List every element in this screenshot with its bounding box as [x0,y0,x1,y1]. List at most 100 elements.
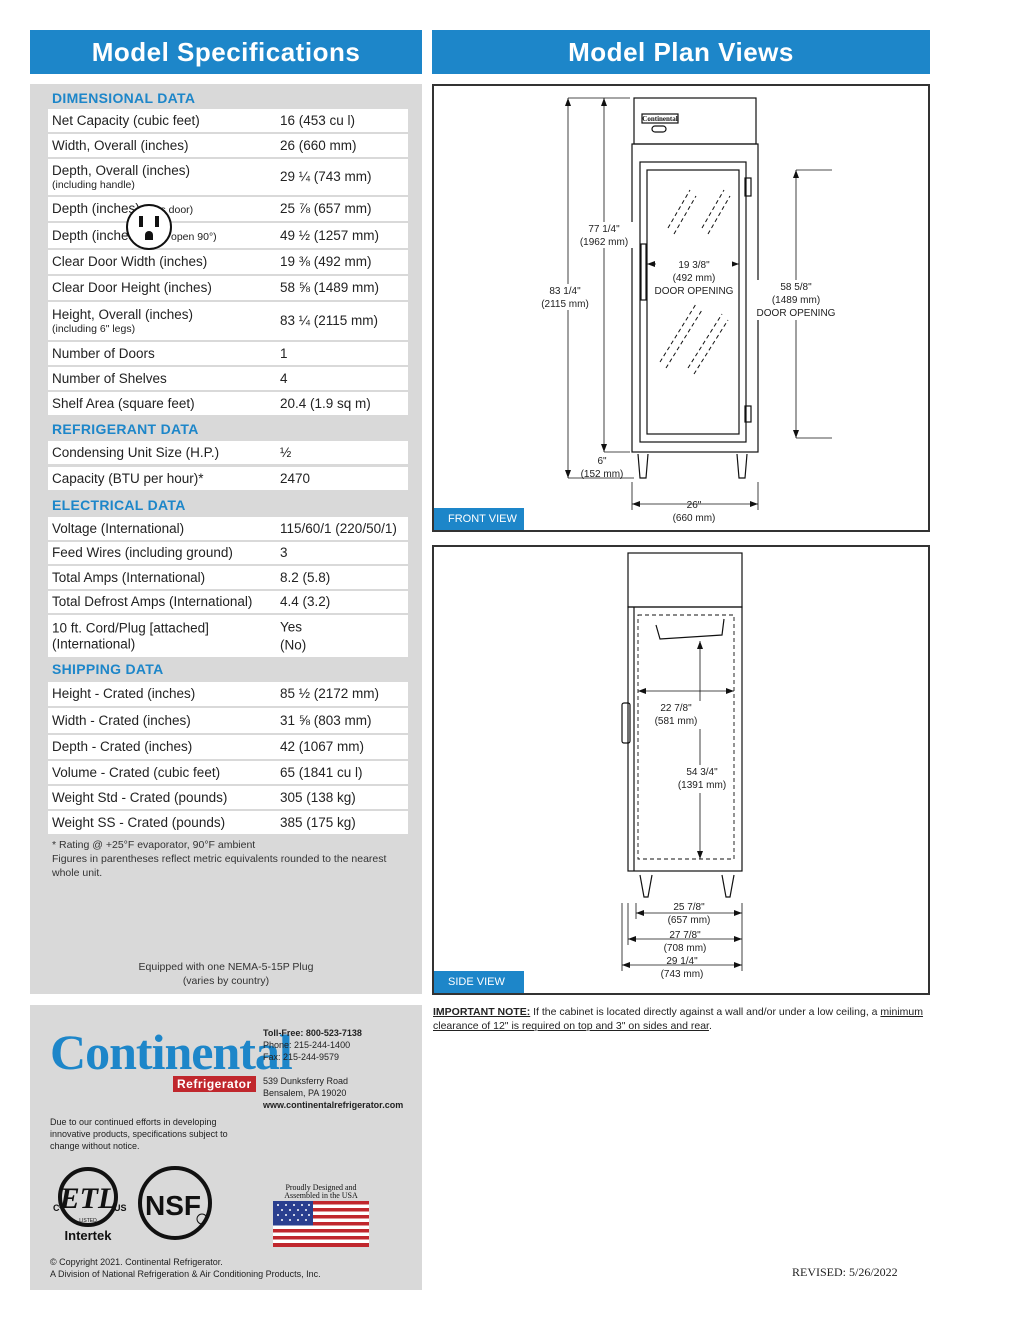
spec-label: Voltage (International) [52,520,185,536]
dim-depth-less-door-mm: (657 mm) [668,915,711,926]
dim-height-overall: 83 1/4" [549,286,581,297]
spec-label-line2: (International) [52,636,136,651]
dim-height-top-mm: (1962 mm) [580,237,628,248]
spec-value: 25 ⅞ (657 mm) [280,201,372,217]
spec-row: Depth, Overall (inches)(including handle… [48,159,408,195]
electrical-title: ELECTRICAL DATA [52,497,186,513]
spec-row: Depth (inches) (door open 90°)49 ½ (1257… [48,223,408,248]
plug-caption-2: (varies by country) [182,975,270,987]
dim-interior-height-mm: (1391 mm) [678,780,726,791]
dimensional-title: DIMENSIONAL DATA [52,90,196,106]
fax: Fax: 215-244-9579 [263,1052,340,1062]
spec-row: Height, Overall (inches)(including 6" le… [48,302,408,340]
logo-subtitle: Refrigerator [173,1076,256,1092]
spec-value: 19 ⅜ (492 mm) [280,254,372,270]
metric-note: Figures in parentheses reflect metric eq… [52,853,387,879]
spec-value: 58 ⅝ (1489 mm) [280,280,380,296]
spec-label: Volume - Crated (cubic feet) [52,764,221,780]
rating-note: * Rating @ +25°F evaporator, 90°F ambien… [52,839,256,851]
disclaimer: Due to our continued efforts in developi… [50,1117,228,1151]
usa-flag-icon [273,1201,369,1247]
important-end: . [708,1020,712,1032]
phone: Phone: 215-244-1400 [263,1040,351,1050]
dim-height-top: 77 1/4" [588,224,620,235]
spec-label: Width - Crated (inches) [52,712,191,728]
spec-sublabel: (including 6" legs) [52,322,136,335]
spec-row: Clear Door Width (inches)19 ⅜ (492 mm) [48,250,408,274]
website-link[interactable]: www.continentalrefrigerator.com [263,1100,404,1110]
spec-label: Number of Shelves [52,370,167,386]
spec-label: Condensing Unit Size (H.P.) [52,444,220,460]
refrigerant-title: REFRIGERANT DATA [52,421,199,437]
dim-depth-less-door: 25 7/8" [673,902,705,913]
spec-value: 8.2 (5.8) [280,569,331,585]
spec-value: 20.4 (1.9 sq m) [280,395,371,411]
plans-header: Model Plan Views [432,30,930,74]
spec-row: Clear Door Height (inches) 58 ⅝ (1489 mm) [48,276,408,300]
spec-value: 385 (175 kg) [280,814,356,830]
etl-us: US [114,1203,127,1213]
revised-date: REVISED: 5/26/2022 [792,1265,898,1279]
side-view-drawing: 22 7/8" (581 mm) 54 3/4" (1391 mm) 25 7/… [621,552,743,980]
dim-depth-mid: 27 7/8" [669,930,701,941]
spec-label: Capacity (BTU per hour)* [52,470,204,486]
spec-label: Total Amps (International) [52,569,206,585]
spec-row: Depth - Crated (inches)42 (1067 mm) [48,735,408,759]
spec-value: Yes [280,619,303,635]
spec-row: Capacity (BTU per hour)* 2470 [48,467,408,490]
spec-row: Total Defrost Amps (International)4.4 (3… [48,591,408,613]
spec-row: Weight SS - Crated (pounds)385 (175 kg) [48,811,408,834]
spec-row: Height - Crated (inches)85 ½ (2172 mm) [48,682,408,706]
plug-caption-1: Equipped with one NEMA-5-15P Plug [138,961,314,973]
important-clearance: minimum clearance of 12" is required on … [433,1006,924,1032]
dim-depth-overall: 29 1/4" [666,956,698,967]
spec-row: Condensing Unit Size (H.P.) ½ [48,441,408,464]
spec-row: Total Amps (International) 8.2 (5.8) [48,566,408,589]
spec-value: 16 (453 cu l) [280,112,356,128]
etl-mark: ETL [59,1182,117,1215]
important-lead: IMPORTANT NOTE: [433,1006,531,1018]
spec-label: Depth - Crated (inches) [52,739,193,755]
dim-leg-mm: (152 mm) [581,469,624,480]
logo-wordmark: Continental [50,1024,293,1080]
spec-label: Clear Door Height (inches) [52,280,212,296]
spec-value: 49 ½ (1257 mm) [280,227,380,243]
spec-row: Weight Std - Crated (pounds) 305 (138 kg) [48,786,408,809]
dim-interior-height: 54 3/4" [686,767,718,778]
side-view-label: SIDE VIEW [434,971,524,993]
spec-row: Volume - Crated (cubic feet)65 (1841 cu … [48,761,408,784]
spec-label: Depth, Overall (inches) [52,163,191,179]
side-view-panel: 22 7/8" (581 mm) 54 3/4" (1391 mm) 25 7/… [432,545,930,995]
spec-value: 1 [280,345,288,361]
spec-value: 2470 [280,470,311,486]
toll-free: Toll-Free: 800-523-7138 [263,1028,362,1038]
etl-listed: LISTED [79,1218,97,1224]
etl-c: C [53,1203,60,1213]
spec-row: Feed Wires (including ground)3 [48,542,408,564]
spec-value: 26 (660 mm) [280,137,357,153]
copyright: © Copyright 2021. Continental Refrigerat… [50,1256,321,1280]
important-note: IMPORTANT NOTE: If the cabinet is locate… [433,1005,930,1033]
continental-logo: Continental Refrigerator [50,1024,293,1092]
spec-label: Height, Overall (inches) [52,307,194,323]
dim-door-height: 58 5/8" [780,282,812,293]
spec-row: Width, Overall (inches)26 (660 mm) [48,134,408,157]
spec-value: 31 ⅝ (803 mm) [280,712,372,728]
spec-value: 305 (138 kg) [280,789,356,805]
spec-value-line2: (No) [280,637,307,652]
spec-label: Depth (inches) [52,227,140,243]
dim-width: 26" [687,500,702,511]
dim-door-height-label: DOOR OPENING [757,308,836,319]
dim-door-width-mm: (492 mm) [673,273,716,284]
dim-leg: 6" [597,456,607,467]
spec-label: Weight Std - Crated (pounds) [52,789,228,805]
front-view-label: FRONT VIEW [434,508,524,530]
spec-label: Net Capacity (cubic feet) [52,112,200,128]
etl-listed-icon: ETL C US LISTED Intertek [53,1167,127,1243]
spec-label: Feed Wires (including ground) [52,545,233,561]
nsf-icon: NSF [138,1166,212,1240]
spec-value: ½ [280,444,292,460]
spec-label: 10 ft. Cord/Plug [attached] [52,620,209,636]
contact-block: Toll-Free: 800-523-7138 Phone: 215-244-1… [263,1027,403,1111]
